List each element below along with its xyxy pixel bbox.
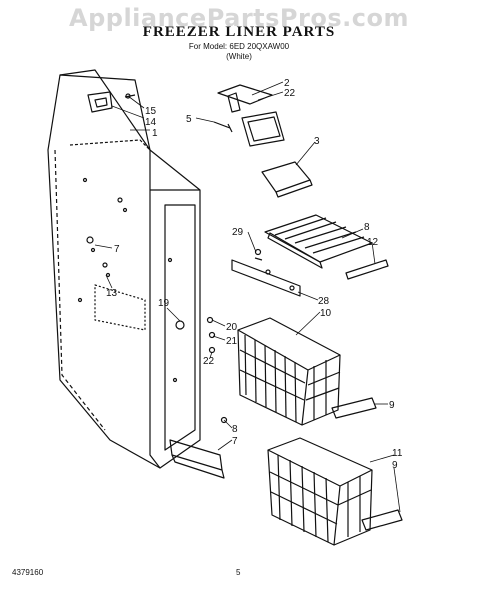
callout-12: 12 — [367, 237, 379, 248]
callout-29: 29 — [232, 227, 244, 238]
callout-15: 15 — [145, 106, 157, 117]
shelf-panel-part — [261, 161, 313, 198]
callout-28: 28 — [318, 296, 330, 307]
callout-13: 13 — [106, 288, 118, 299]
color-line: (White) — [226, 52, 252, 61]
callout-1: 1 — [152, 128, 158, 139]
upper-basket-part — [237, 317, 341, 426]
lower-basket-part — [267, 437, 373, 546]
callout-14: 14 — [145, 117, 157, 128]
wire-shelf-part — [264, 214, 373, 269]
callout-3: 3 — [314, 136, 320, 147]
callout-19: 19 — [158, 298, 170, 309]
callout-9-upper: 9 — [389, 400, 395, 411]
freezer-liner — [47, 69, 201, 469]
callout-21: 21 — [226, 336, 238, 347]
callout-22-top: 22 — [284, 88, 296, 99]
basket-rail-lower-part — [361, 509, 403, 531]
screw-part — [213, 121, 233, 133]
callout-7-bracket: 7 — [232, 436, 238, 447]
screw-set-part — [206, 316, 216, 354]
callout-2: 2 — [284, 78, 290, 89]
bottom-bracket-part — [169, 416, 228, 479]
basket-rail-upper-part — [331, 397, 377, 419]
callout-10: 10 — [320, 308, 332, 319]
callout-7-liner: 7 — [114, 244, 120, 255]
shelf-trim-part — [345, 259, 389, 280]
footer-document-number: 4379160 — [12, 568, 44, 577]
diagram-title: FREEZER LINER PARTS — [142, 24, 336, 40]
model-line: For Model: 6ED 20QXAW00 — [188, 42, 290, 51]
liner-bracket — [87, 91, 136, 113]
callout-9-lower: 9 — [392, 460, 398, 471]
callout-8-bracket: 8 — [232, 424, 238, 435]
callout-8-shelf: 8 — [364, 222, 370, 233]
callout-11: 11 — [392, 448, 403, 459]
shelf-rail-part — [231, 248, 301, 297]
callout-22-bottom: 22 — [203, 356, 215, 367]
watermark-text: AppliancePartsPros.com — [69, 4, 409, 32]
top-bracket-part — [217, 84, 273, 113]
callout-20: 20 — [226, 322, 238, 333]
footer-page-number: 5 — [236, 568, 241, 577]
hinge-plate-part — [241, 111, 285, 147]
callout-5: 5 — [186, 114, 192, 125]
